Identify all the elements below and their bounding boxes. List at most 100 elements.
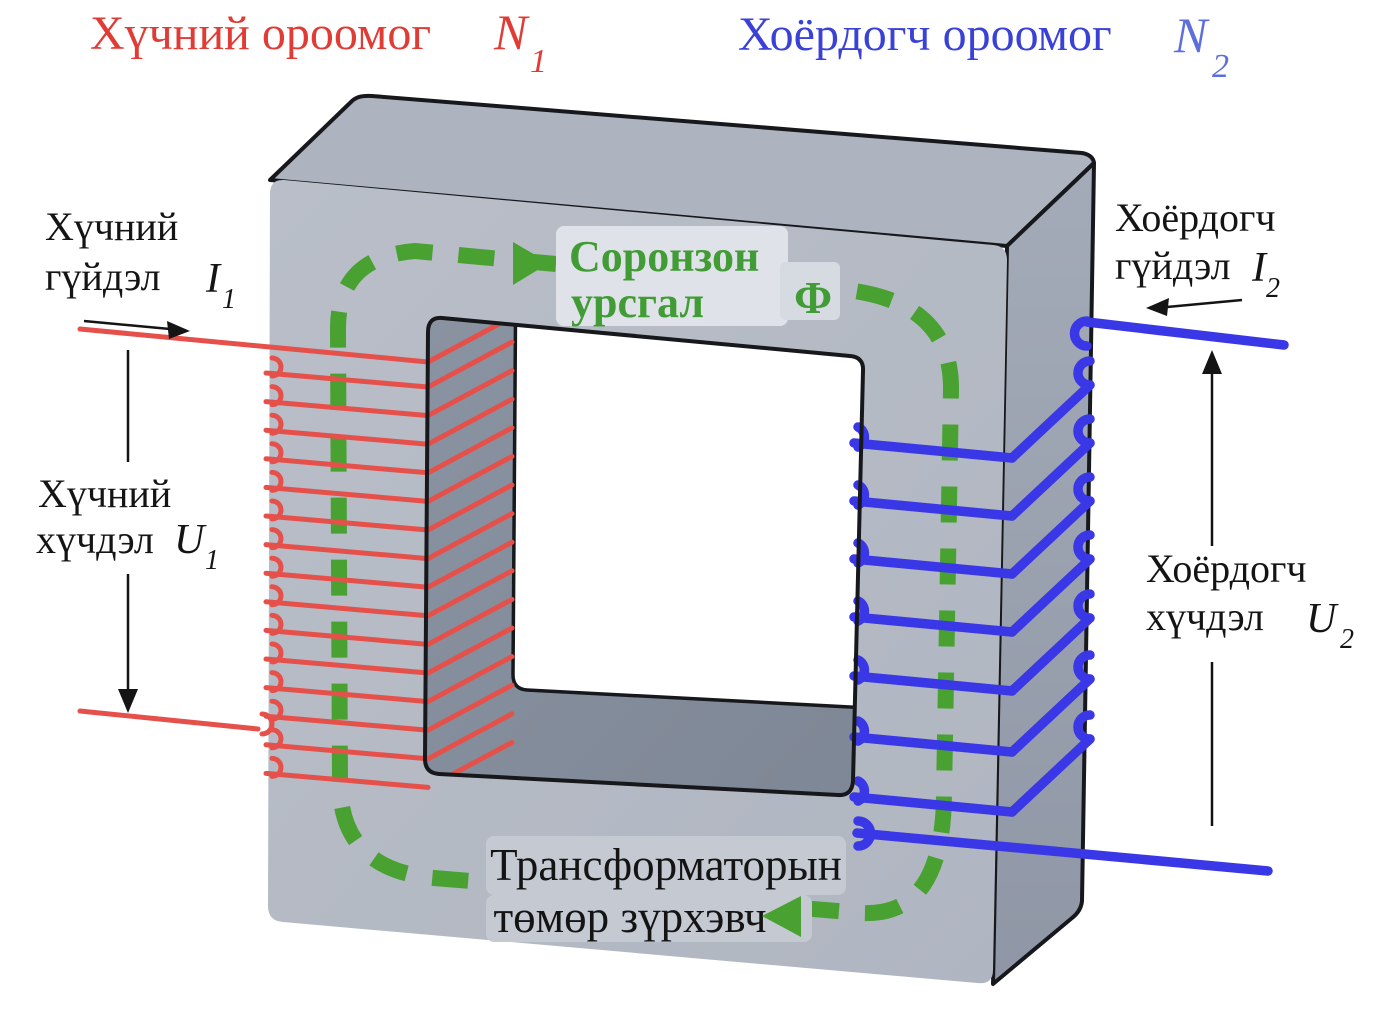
primary-lead-in [77, 326, 431, 365]
primary-current-label-line2: гүйдэл [45, 254, 161, 299]
core-labels: Соронзон урсгал Φ Трансформаторын төмөр … [486, 226, 846, 942]
secondary-current-arrowhead-icon [1146, 298, 1169, 316]
core-label-line1: Трансформаторын [490, 840, 842, 890]
primary-turn-front [263, 656, 431, 676]
primary-turn-inner [425, 396, 515, 447]
primary-lead-out-hook [259, 711, 275, 737]
primary-winding-title: Хүчний ороомог [90, 7, 431, 60]
secondary-turn-hook-right [1073, 530, 1095, 564]
primary-winding-symbol: N [493, 4, 530, 60]
secondary-turn-hook-right [1073, 414, 1095, 448]
core-front-face [268, 179, 1007, 984]
flux-arrowhead-bottom-icon [762, 896, 801, 937]
secondary-current-arrow [1166, 298, 1243, 309]
secondary-current-label-line2: гүйдэл [1115, 243, 1231, 288]
primary-turn-front [263, 399, 431, 419]
secondary-current-symbol: I [1251, 245, 1268, 291]
secondary-turn-hook-right [1073, 589, 1095, 623]
primary-turn-front [263, 742, 431, 762]
primary-turn-inner [425, 539, 515, 590]
secondary-voltage-symbol: U [1306, 596, 1339, 642]
flux-arrowhead-top-icon [513, 242, 549, 285]
secondary-voltage-subscript: 2 [1340, 624, 1354, 655]
primary-turn-front [263, 484, 431, 504]
primary-turn-front [263, 370, 431, 390]
phi-halo [780, 262, 840, 320]
winding-titles: Хүчний ороомог N 1 Хоёрдогч ороомог N 2 [90, 4, 1229, 85]
primary-turn-inner [425, 511, 515, 562]
primary-turn-front [263, 456, 431, 476]
primary-turn-front [263, 570, 431, 590]
primary-turn-front [263, 599, 431, 619]
core-label-halo-1 [486, 836, 846, 895]
primary-turn-front [263, 627, 431, 647]
primary-voltage-label-line1: Хүчний [38, 471, 171, 516]
primary-turn-front [263, 542, 431, 562]
secondary-turn-front [849, 438, 1017, 463]
primary-turn-front [263, 713, 431, 733]
secondary-winding-title: Хоёрдогч ороомог [738, 8, 1112, 61]
annotation-arrows [83, 298, 1243, 826]
primary-current-arrowhead-icon [167, 321, 190, 339]
secondary-turn-side [1007, 496, 1095, 579]
secondary-turn-front [849, 671, 1017, 696]
primary-turn-inner [425, 682, 515, 733]
secondary-turn-hook-right [1073, 650, 1095, 684]
primary-turn-inner [425, 425, 515, 476]
primary-current-arrow [83, 319, 171, 331]
secondary-voltage-label-line1: Хоёрдогч [1146, 546, 1306, 591]
primary-current-subscript: 1 [222, 284, 236, 315]
flux-phi-symbol: Φ [794, 272, 832, 323]
terminal-labels: Хүчний гүйдэл I 1 Хүчний хүчдэл U 1 Хоёр… [36, 195, 1354, 655]
primary-winding-subscript: 1 [530, 43, 547, 80]
secondary-coil [849, 316, 1289, 876]
core-label-halo-2 [486, 895, 812, 942]
secondary-turn-side [1007, 734, 1095, 817]
primary-turn-front [263, 770, 431, 790]
secondary-turn-side [1007, 674, 1095, 757]
primary-turn-inner [425, 654, 515, 705]
primary-turn-inner [425, 368, 515, 419]
flux-label-line1: Соронзон [569, 232, 759, 281]
primary-turn-inner [425, 625, 515, 676]
secondary-winding-subscript: 2 [1212, 48, 1229, 85]
secondary-turn-front [849, 732, 1017, 757]
secondary-turn-front [849, 554, 1017, 579]
secondary-current-subscript: 2 [1266, 273, 1280, 304]
core [268, 93, 1096, 986]
primary-current-label-line1: Хүчний [45, 204, 178, 249]
primary-turn-inner [425, 339, 515, 390]
secondary-turn-side [1007, 554, 1095, 637]
flux-label-halo [556, 226, 788, 326]
secondary-winding-symbol: N [1173, 7, 1210, 63]
primary-turn-inner [425, 453, 515, 504]
core-right-face [991, 161, 1096, 986]
secondary-turn-front [849, 792, 1017, 817]
secondary-turn-side [1007, 438, 1095, 521]
secondary-lead-out [852, 828, 1273, 876]
secondary-voltage-arrowhead-icon [1202, 350, 1222, 374]
primary-lead-out [77, 708, 261, 732]
flux-label-line2: урсгал [571, 278, 704, 327]
primary-turn-front [263, 685, 431, 705]
secondary-turn-front [849, 496, 1017, 521]
primary-voltage-label-line2: хүчдэл [36, 517, 154, 562]
primary-turn-inner [425, 596, 515, 647]
primary-turn-front [263, 427, 431, 447]
secondary-lead-in [1082, 317, 1289, 350]
primary-turn-inner [425, 711, 515, 762]
primary-voltage-symbol: U [174, 517, 207, 563]
core-label-line2: төмөр зүрхэвч [493, 892, 766, 942]
primary-turn-inner [425, 482, 515, 533]
primary-voltage-arrowhead-icon [118, 689, 138, 713]
secondary-turn-hook-right [1073, 356, 1095, 390]
secondary-turn-side [1007, 613, 1095, 696]
primary-turn-inner [425, 568, 515, 619]
primary-turn-front [263, 513, 431, 533]
primary-voltage-subscript: 1 [205, 545, 219, 576]
secondary-voltage-label-line2: хүчдэл [1146, 594, 1264, 639]
secondary-current-label-line1: Хоёрдогч [1115, 195, 1275, 240]
secondary-turn-front [849, 612, 1017, 637]
